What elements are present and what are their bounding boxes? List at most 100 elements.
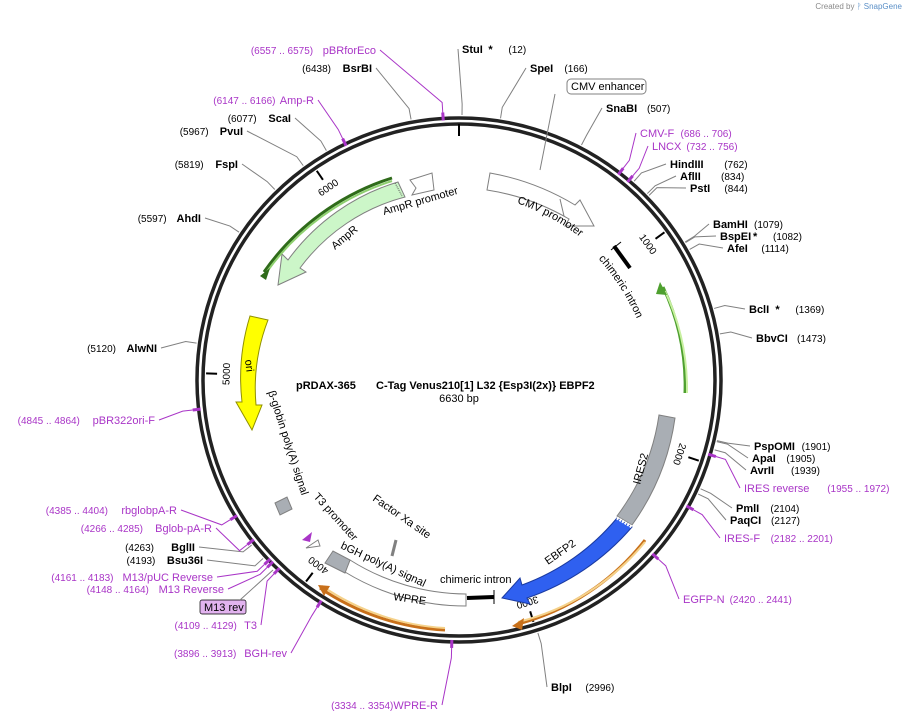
site-name: PspOMI xyxy=(754,441,795,453)
primer-pbrforeco[interactable]: pBRforEco (6557 .. 6575) xyxy=(251,45,376,57)
site-avrii[interactable]: AvrII (1939) xyxy=(750,465,820,477)
primer-range: (3334 .. 3354) xyxy=(331,701,393,712)
site-snabi[interactable]: SnaBI(507) xyxy=(606,103,670,115)
site-name: BamHI xyxy=(713,219,748,231)
primer-binding-mark xyxy=(685,504,695,512)
primer-wpre-r[interactable]: WPRE-R(3334 .. 3354) xyxy=(331,700,438,712)
primer-range: (4161 .. 4183) xyxy=(51,573,113,584)
site-stui[interactable]: StuI *(12) xyxy=(462,44,526,56)
chimeric-intron-label: chimeric intron xyxy=(596,253,645,320)
site-position: (1939) xyxy=(791,466,820,477)
site-leader-line xyxy=(648,187,687,196)
site-spei[interactable]: SpeI(166) xyxy=(530,63,588,75)
primer-range: (4385 .. 4404) xyxy=(46,506,108,517)
site-ahdi[interactable]: AhdI(5597) xyxy=(138,213,201,225)
site-bglii[interactable]: BglII(4263) xyxy=(125,542,195,554)
site-name: AvrII xyxy=(750,465,774,477)
primer-leader-line xyxy=(622,132,637,169)
primer-name: CMV-F xyxy=(640,128,675,140)
site-position: (6077) xyxy=(228,114,257,125)
site-bsu36i[interactable]: Bsu36I(4193) xyxy=(126,555,203,567)
bglobin-polya-feature xyxy=(274,496,293,516)
primer-leader-line xyxy=(290,607,318,654)
primer-binding-mark xyxy=(266,560,275,569)
site-paqci[interactable]: PaqCI(2127) xyxy=(730,515,800,527)
plasmid-title-block: pRDAX-365 C-Tag Venus210[1] L32 {Esp3I(2… xyxy=(296,380,595,405)
primer-name: T3 xyxy=(244,620,257,632)
site-position: (5597) xyxy=(138,214,167,225)
primer-t3[interactable]: T3(4109 .. 4129) xyxy=(175,620,257,632)
primer-binding-mark xyxy=(263,557,272,566)
site-bcli[interactable]: BclI *(1369) xyxy=(749,304,824,316)
primer-bglob-pa-r[interactable]: Bglob-pA-R (4266 .. 4285) xyxy=(81,523,212,535)
primer-binding-mark xyxy=(229,514,238,521)
site-scai[interactable]: ScaI(6077) xyxy=(228,113,291,125)
primer-rbglobpa-r[interactable]: rbglobpA-R(4385 .. 4404) xyxy=(46,505,177,517)
primer-m13-reverse[interactable]: M13 Reverse(4148 .. 4164) xyxy=(87,584,224,596)
primer-pbr322ori-f[interactable]: pBR322ori-F(4845 .. 4864) xyxy=(18,415,156,427)
site-aflii[interactable]: AflII(834) xyxy=(680,171,744,183)
site-name: AflII xyxy=(680,171,701,183)
primer-leader-line xyxy=(715,456,741,489)
site-bamhi[interactable]: BamHI(1079) xyxy=(713,219,783,231)
site-bsrbi[interactable]: BsrBI(6438) xyxy=(302,63,372,75)
site-hindiii[interactable]: HindIII(762) xyxy=(670,159,748,171)
primer-name: IRES-F xyxy=(724,533,760,545)
primer-name: pBRforEco xyxy=(323,45,376,57)
primer-m13-puc-reverse[interactable]: M13/pUC Reverse(4161 .. 4183) xyxy=(51,572,213,584)
primer-range: (2182 .. 2201) xyxy=(771,534,833,545)
site-pspomi[interactable]: PspOMI(1901) xyxy=(754,441,831,453)
site-position: (1369) xyxy=(795,305,824,316)
ruler-tick-label: 2000 xyxy=(670,442,688,467)
site-apai[interactable]: ApaI(1905) xyxy=(752,453,815,465)
site-leader-line xyxy=(160,341,197,349)
primer-binding-mark xyxy=(617,167,625,176)
site-leader-line xyxy=(700,488,733,509)
bgh-polya-feature xyxy=(324,550,351,574)
primer-leader-line xyxy=(216,564,265,578)
primer-binding-mark xyxy=(651,552,660,561)
site-star: * xyxy=(775,304,780,316)
site-alwni[interactable]: AlwNI(5120) xyxy=(87,343,157,355)
bglobin-polya-label: β-globin poly(A) signal xyxy=(265,389,310,496)
site-blpi[interactable]: BlpI(2996) xyxy=(551,682,614,694)
primer-name: EGFP-N xyxy=(683,594,725,606)
brand-name: SnapGene xyxy=(863,2,902,11)
site-leader-line xyxy=(716,441,749,459)
primer-amp-r[interactable]: Amp-R(6147 .. 6166) xyxy=(213,95,314,107)
primer-binding-mark xyxy=(192,407,201,412)
site-name: StuI xyxy=(462,44,483,56)
plasmid-name: pRDAX-365 xyxy=(296,380,356,392)
created-by-credit: Created by ᚹ SnapGene xyxy=(815,2,902,11)
primer-egfp-n[interactable]: EGFP-N(2420 .. 2441) xyxy=(683,594,792,606)
chimeric-intron-marker-2 xyxy=(466,595,495,600)
site-afei[interactable]: AfeI(1114) xyxy=(727,243,789,255)
site-pmli[interactable]: PmlI(2104) xyxy=(736,503,799,515)
primer-name: Bglob-pA-R xyxy=(155,523,212,535)
primer-lncx[interactable]: LNCX(732 .. 756) xyxy=(652,141,738,153)
site-name: AlwNI xyxy=(126,343,157,355)
primer-bgh-rev[interactable]: BGH-rev(3896 .. 3913) xyxy=(174,648,287,660)
site-bspei[interactable]: BspEI *(1082) xyxy=(720,231,802,243)
primer-ires-reverse[interactable]: IRES reverse(1955 .. 1972) xyxy=(744,483,889,495)
site-leader-line xyxy=(714,304,746,310)
site-pvui[interactable]: PvuI(5967) xyxy=(180,126,243,138)
site-position: (166) xyxy=(564,64,587,75)
site-position: (844) xyxy=(724,184,747,195)
site-position: (2104) xyxy=(770,504,799,515)
primer-ires-f[interactable]: IRES-F (2182 .. 2201) xyxy=(724,533,833,545)
primer-binding-mark xyxy=(315,599,323,609)
primer-range: (6557 .. 6575) xyxy=(251,46,313,57)
site-psti[interactable]: PstI(844) xyxy=(690,183,748,195)
primer-binding-mark xyxy=(272,567,281,575)
primer-range: (4266 .. 4285) xyxy=(81,524,143,535)
primer-cmv-f[interactable]: CMV-F(686 .. 706) xyxy=(640,128,732,140)
factor-xa-label: Factor Xa site xyxy=(370,493,432,542)
site-name: Bsu36I xyxy=(167,555,203,567)
site-bbvci[interactable]: BbvCI(1473) xyxy=(756,333,826,345)
site-position: (4263) xyxy=(125,543,154,554)
site-name: BsrBI xyxy=(343,63,372,75)
site-fspi[interactable]: FspI(5819) xyxy=(175,159,238,171)
cmv-enhancer-box xyxy=(566,78,647,95)
site-position: (2996) xyxy=(585,683,614,694)
